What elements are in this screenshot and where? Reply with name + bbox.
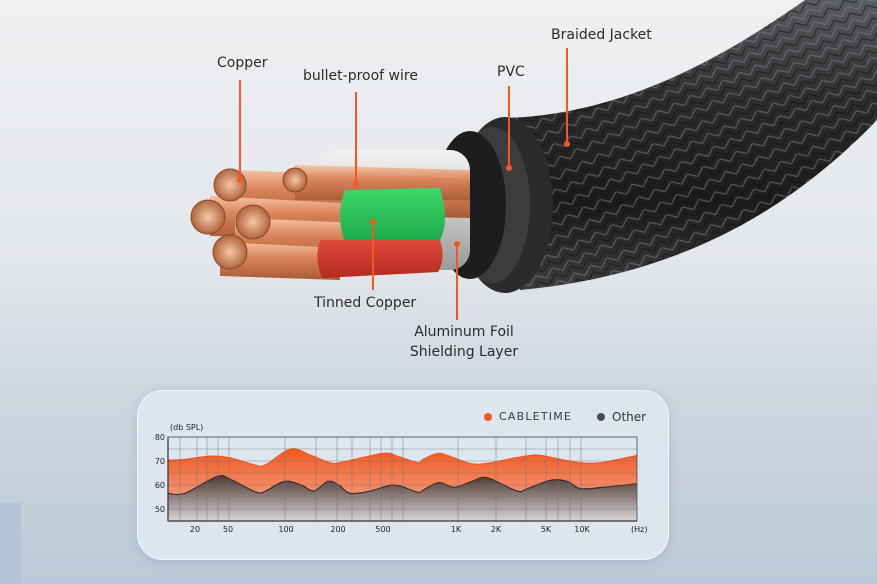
green-insulation [340,188,445,242]
strand-ends [190,167,308,270]
y-tick-label: 80 [155,433,165,442]
x-tick-label: 5K [541,525,552,534]
legend-label-cabletime: CABLETIME [499,410,573,423]
cable-illustration [190,0,877,320]
label-bullet-proof-wire: bullet-proof wire [303,68,418,84]
y-tick-label: 60 [155,481,165,490]
label-aluminum-foil: Aluminum Foil Shielding Layer [404,322,524,362]
label-pvc: PVC [497,64,525,80]
x-axis-label: (Hz) [631,525,647,534]
label-braided-jacket: Braided Jacket [551,27,652,43]
y-axis-label: (db SPL) [170,423,203,432]
legend-item-cabletime: CABLETIME [484,410,572,423]
x-tick-label: 100 [278,525,293,534]
line-cabletime [167,448,638,468]
x-tick-label: 1K [451,525,462,534]
y-tick-label: 70 [155,457,165,466]
legend-label-other: Other [612,410,647,424]
x-tick-label: 20 [190,525,200,534]
legend-dot-other [597,413,605,421]
legend-dot-cabletime [484,412,492,421]
x-tick-label: 50 [223,525,233,534]
x-tick-label: 2K [491,525,502,534]
red-insulation [317,240,443,278]
label-aluminum-foil-line1: Aluminum Foil [414,324,514,340]
label-tinned-copper: Tinned Copper [314,295,417,311]
y-tick-label: 50 [155,505,165,514]
braided-jacket [505,0,877,290]
x-tick-label: 200 [330,525,345,534]
callout-lines [239,48,568,320]
legend-item-other: Other [597,410,646,424]
callout-dots [237,141,570,247]
background-accent-bar [0,503,21,584]
x-tick-label: 500 [375,525,390,534]
label-copper: Copper [217,55,268,71]
label-aluminum-foil-line2: Shielding Layer [409,344,519,360]
x-tick-label: 10K [574,525,590,534]
